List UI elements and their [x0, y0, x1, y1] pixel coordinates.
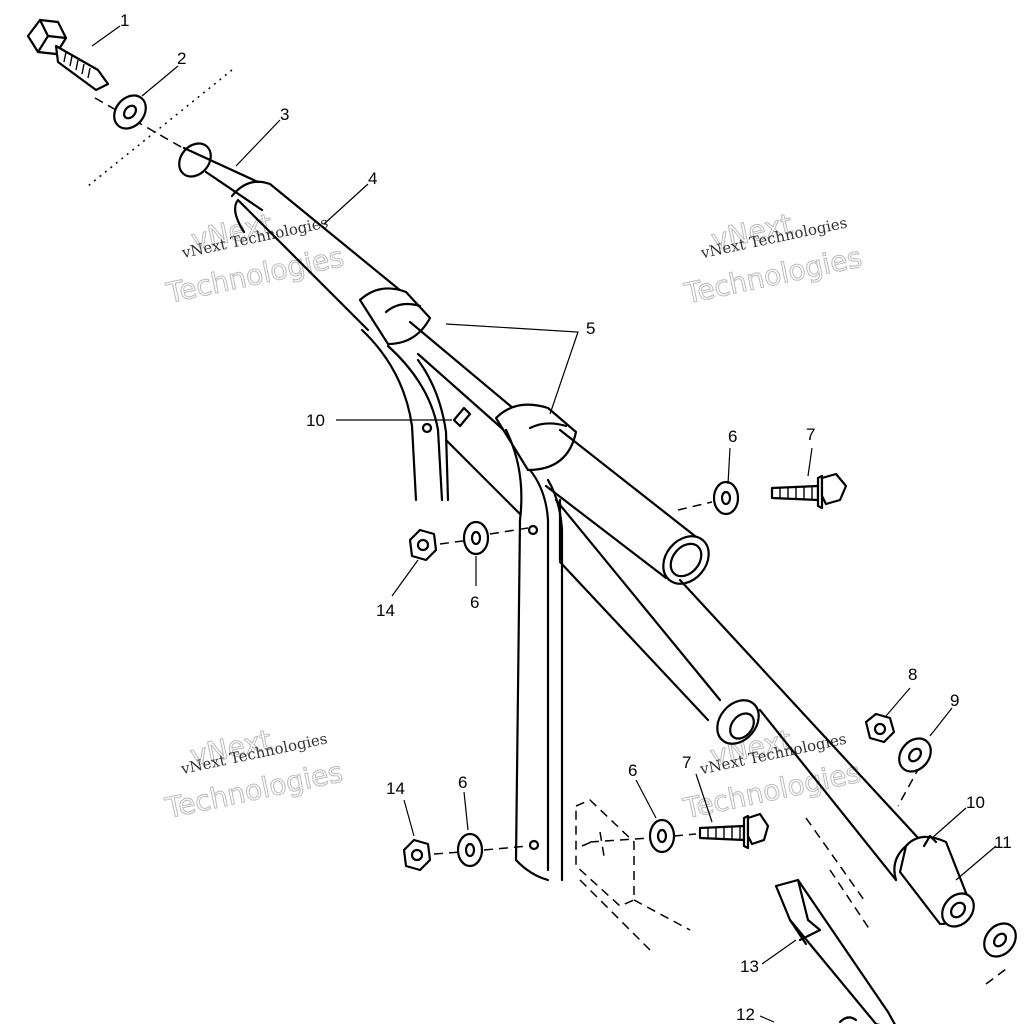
washer: [648, 818, 676, 854]
handlebar-tube: [178, 142, 710, 585]
left-bracket: [360, 328, 522, 516]
callout-label: 7: [682, 753, 691, 772]
lower-arm: [678, 578, 975, 928]
skid-bracket: [774, 817, 896, 1024]
callout-label: 9: [950, 691, 959, 710]
washer: [983, 922, 1017, 958]
pin: [452, 406, 472, 428]
flange-bolt: [698, 812, 770, 850]
dashed-plate: [575, 799, 691, 951]
callout-label: 10: [966, 793, 985, 812]
watermark: vNext vNext Technologies Technologies: [679, 723, 864, 826]
callout-label: 6: [728, 427, 737, 446]
callout-label: 1: [120, 11, 129, 30]
callout-label: 6: [470, 593, 479, 612]
assembly-axis-line: [94, 97, 191, 153]
washer: [462, 520, 490, 556]
axis-line: [439, 527, 529, 545]
callouts: 1 2 3 4 5 10 6 7 14 6 8 9 10 11 14 6 6 7…: [120, 11, 1012, 1024]
hex-nut: [402, 838, 432, 872]
callout-label: 7: [806, 425, 815, 444]
hex-nut: [408, 528, 438, 562]
callout-label: 12: [736, 1005, 755, 1024]
center-line-right: [897, 765, 921, 807]
part-edge: [838, 1016, 858, 1024]
center-line: [87, 69, 233, 187]
axis-line: [589, 833, 697, 843]
watermark: vNext vNext Technologies Technologies: [680, 207, 865, 311]
axis-line: [433, 845, 529, 855]
hex-bolt: [26, 18, 110, 92]
washer: [898, 737, 932, 773]
leader-lines: [91, 25, 997, 1023]
callout-label: 2: [177, 49, 186, 68]
watermark: vNext vNext Technologies Technologies: [161, 723, 346, 826]
callout-label: 6: [628, 761, 637, 780]
washer: [712, 480, 740, 516]
callout-label: 13: [740, 957, 759, 976]
callout-label: 11: [994, 833, 1012, 852]
callout-label: 10: [306, 411, 325, 430]
center-line-lower: [985, 965, 1011, 985]
washer: [113, 94, 147, 130]
callout-label: 8: [908, 665, 917, 684]
callout-label: 3: [280, 105, 289, 124]
callout-label: 6: [458, 773, 467, 792]
washer: [456, 832, 484, 868]
callout-label: 14: [386, 779, 405, 798]
callout-label: 4: [368, 169, 377, 188]
flange-bolt: [770, 472, 848, 510]
callout-label: 5: [586, 319, 595, 338]
hex-nut: [864, 712, 896, 744]
axis-line: [677, 501, 713, 511]
frame-post: [504, 428, 760, 882]
callout-label: 14: [376, 601, 395, 620]
